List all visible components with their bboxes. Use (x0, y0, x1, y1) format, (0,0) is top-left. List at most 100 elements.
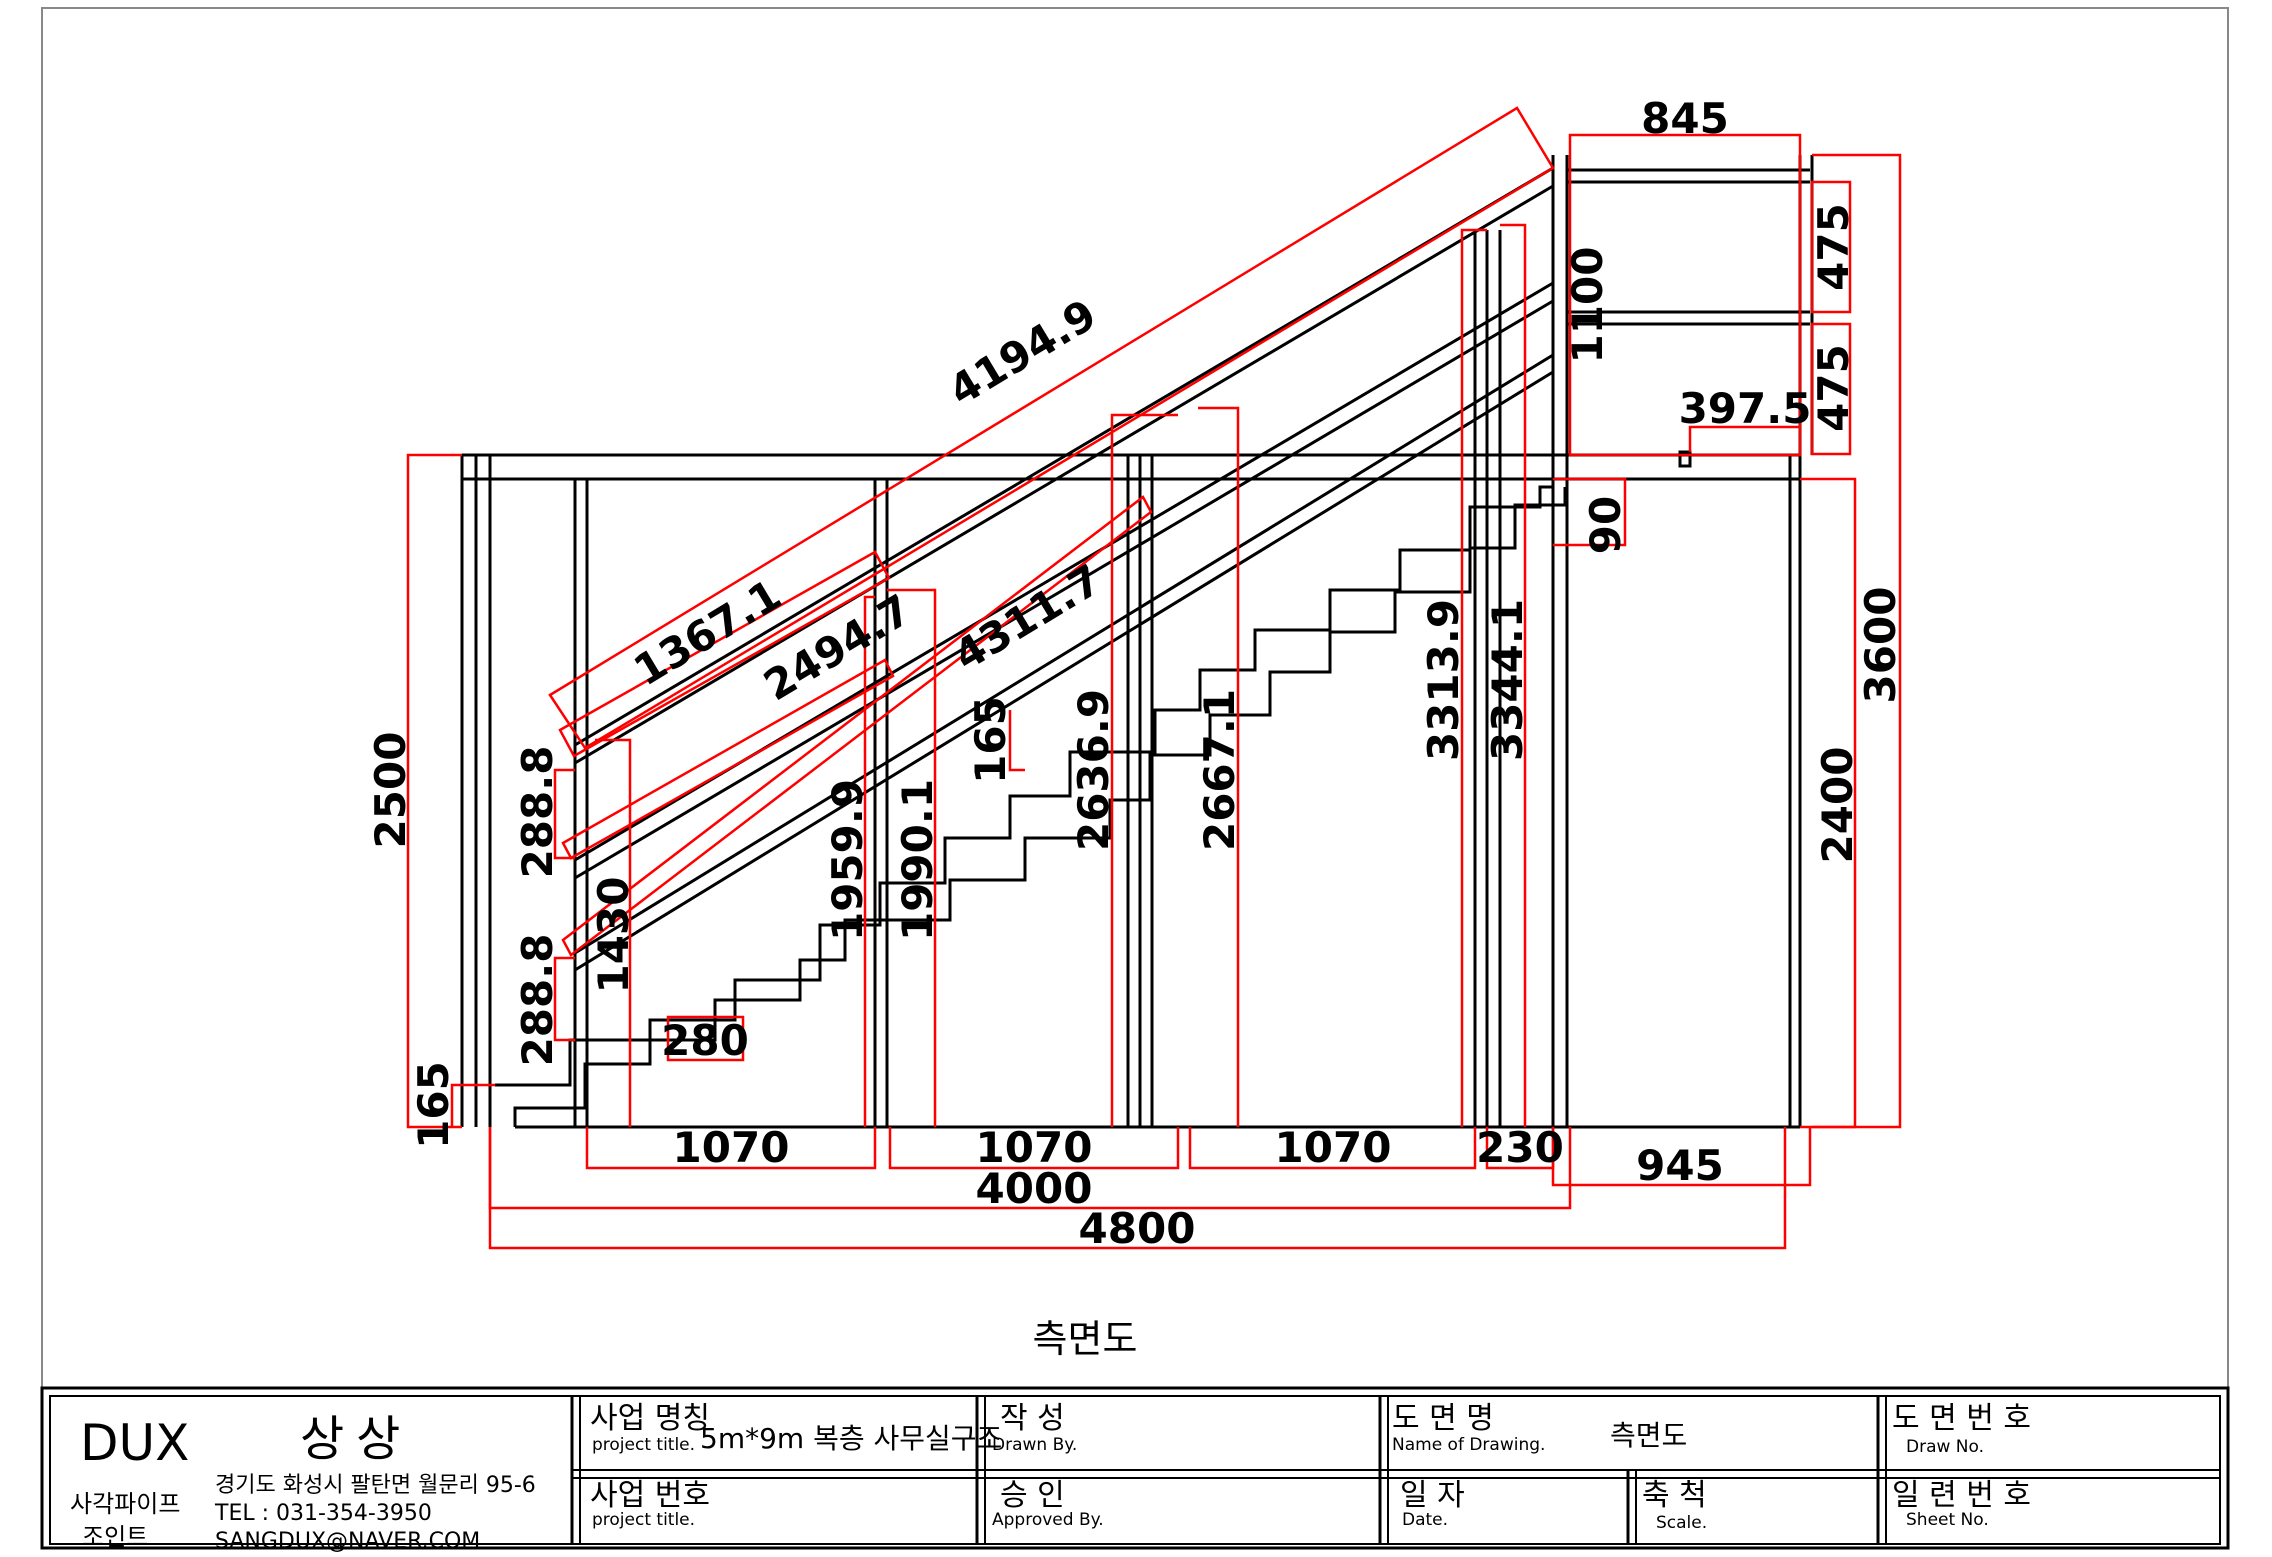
dim-288a: 288.8 (513, 746, 562, 879)
dim-box-1070a (585, 1127, 877, 1170)
dim-box-90 (1553, 477, 1627, 547)
drawn-by-label: 작 성 (1000, 1401, 1065, 1436)
dim-box-4194 (548, 106, 1555, 750)
dim-1959: 1959.9 (823, 779, 872, 941)
project-title-value: 5m*9m 복층 사무실구조 (700, 1422, 1002, 1455)
dim-1990: 1990.1 (893, 779, 942, 941)
dim-4800: 4800 (1079, 1204, 1196, 1253)
dim-230: 230 (1476, 1123, 1564, 1172)
dim-4311: 4311.7 (945, 555, 1109, 680)
dim-box-4311 (561, 495, 1153, 957)
scale-label-en: Scale. (1656, 1513, 1707, 1533)
dim-1070b: 1070 (976, 1123, 1093, 1172)
handrail-6 (574, 370, 1554, 972)
project-no-label-en: project title. (592, 1510, 695, 1530)
dim-box-280 (666, 1015, 745, 1062)
dim-280: 280 (661, 1016, 749, 1065)
company-email: SANGDUX@NAVER.COM (215, 1529, 480, 1554)
sheet-no-label-en: Sheet No. (1906, 1510, 1989, 1530)
dim-box-1430 (595, 738, 632, 1127)
dim-box-2494 (561, 658, 895, 860)
dim-3600: 3600 (1856, 587, 1905, 704)
dimension-lines (406, 106, 1902, 1250)
approved-by-label: 승 인 (1000, 1478, 1065, 1513)
date-label-en: Date. (1402, 1510, 1448, 1530)
handrail-2 (574, 184, 1554, 765)
scale-label: 축 척 (1642, 1478, 1707, 1513)
dim-box-475a (1810, 180, 1852, 314)
sheet-no-label: 일 련 번 호 (1892, 1478, 2031, 1513)
dim-box-2500 (406, 453, 462, 1129)
handrail-4 (574, 299, 1554, 880)
dim-3344: 3344.1 (1483, 599, 1532, 761)
drawn-by-label-en: Drawn By. (992, 1435, 1077, 1455)
title-block-frame (40, 1386, 2230, 1550)
date-label: 일 자 (1400, 1478, 1465, 1513)
dim-box-288a (553, 768, 575, 860)
project-title-label-en: project title. (592, 1435, 695, 1455)
dim-box-2667 (1198, 406, 1240, 1127)
draw-no-label: 도 면 번 호 (1892, 1401, 2031, 1436)
dim-2500: 2500 (366, 732, 415, 849)
dim-box-397 (1688, 425, 1800, 452)
dim-2636: 2636.9 (1069, 689, 1118, 851)
stair-profile-upper (495, 487, 1567, 1087)
drawing-name-value: 측면도 (1610, 1419, 1687, 1452)
dim-box-1070c (1188, 1127, 1477, 1170)
dim-4194: 4194.9 (940, 290, 1104, 415)
dim-box-1070b (888, 1127, 1180, 1170)
dim-288b: 288.8 (513, 934, 562, 1067)
dim-165-mid: 165 (966, 696, 1015, 784)
dim-box-1990 (887, 588, 937, 1127)
dim-box-4800 (488, 1127, 1787, 1250)
dim-box-288b (553, 956, 575, 1042)
company-line1: 사각파이프 (70, 1490, 180, 1518)
dim-475b: 475 (1809, 344, 1858, 432)
project-title-label: 사업 명칭 (590, 1401, 710, 1436)
dim-box-1959 (863, 595, 875, 1127)
stair-profile-lower (513, 485, 1553, 1127)
dim-2400: 2400 (1813, 747, 1862, 864)
dim-box-165mid (1008, 710, 1025, 772)
dim-box-165left (450, 1083, 495, 1127)
company-address: 경기도 화성시 팔탄면 월문리 95-6 (215, 1473, 536, 1498)
drawing-name-label-en: Name of Drawing. (1392, 1435, 1545, 1455)
dim-397: 397.5 (1679, 384, 1812, 433)
dim-box-475b (1810, 322, 1852, 456)
dim-box-2400 (1800, 477, 1857, 1129)
dim-1070a: 1070 (673, 1123, 790, 1172)
dim-box-845 (1568, 133, 1802, 457)
brand-sangsang: 상상 (300, 1411, 412, 1467)
title-block (40, 1386, 2230, 1550)
dim-box-3313 (1460, 228, 1487, 1127)
dimension-labels: 845 475 475 1100 397.5 90 3600 2400 3313… (366, 94, 1905, 1253)
dim-box-2636 (1110, 413, 1178, 1127)
dim-845: 845 (1641, 94, 1729, 143)
dim-3313: 3313.9 (1419, 599, 1468, 761)
drawing-name-label: 도 면 명 (1392, 1401, 1494, 1436)
draw-no-label-en: Draw No. (1906, 1437, 1984, 1457)
dim-1100: 1100 (1563, 247, 1612, 364)
view-title: 측면도 (1033, 1317, 1138, 1361)
project-no-label: 사업 번호 (590, 1478, 710, 1513)
dim-box-945 (1551, 1127, 1812, 1187)
structure-frame (460, 155, 1814, 1129)
dim-945: 945 (1636, 1141, 1724, 1190)
handrail-1 (574, 166, 1554, 747)
dim-165-left: 165 (409, 1061, 458, 1149)
brand-dux: DUX (80, 1414, 189, 1472)
handrail-5 (574, 353, 1554, 955)
approved-by-label-en: Approved By. (992, 1510, 1104, 1530)
guard-bracket (1678, 450, 1692, 468)
company-line2: 조인트 (82, 1523, 148, 1551)
dim-4000: 4000 (976, 1164, 1093, 1213)
dim-1070c: 1070 (1275, 1123, 1392, 1172)
company-tel: TEL : 031-354-3950 (214, 1501, 432, 1526)
dim-box-1367 (558, 550, 891, 758)
dim-box-3344 (1500, 223, 1527, 1127)
dim-1430: 1430 (589, 877, 638, 994)
dim-90: 90 (1581, 496, 1630, 554)
dim-2667: 2667.1 (1195, 689, 1244, 851)
dim-475a: 475 (1809, 203, 1858, 291)
